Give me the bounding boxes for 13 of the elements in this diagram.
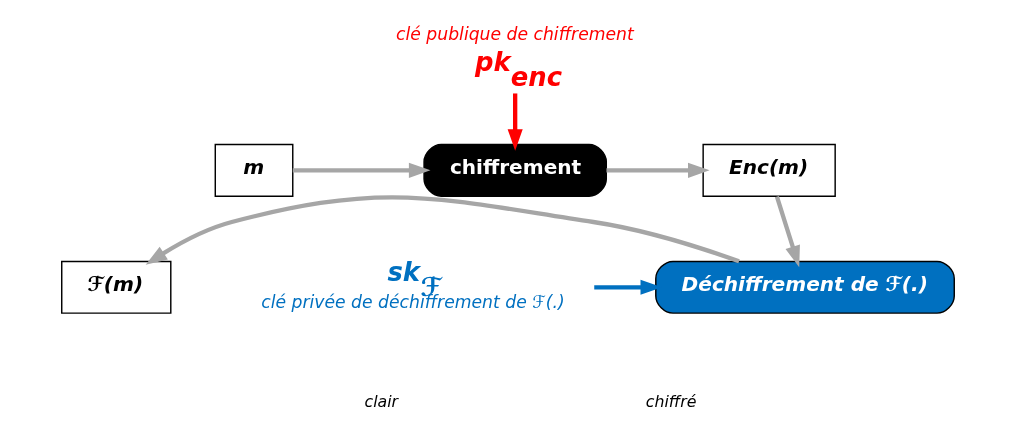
label: chiffré bbox=[645, 391, 697, 411]
node-box: Déchiffrement de ℱ(.) bbox=[655, 260, 955, 314]
arrow bbox=[292, 162, 431, 178]
arrow bbox=[774, 195, 800, 268]
arrow bbox=[145, 195, 740, 265]
label: clair bbox=[364, 391, 399, 411]
node-label: clé publique de chiffrement bbox=[396, 23, 634, 44]
node-box: m bbox=[214, 143, 294, 197]
node-box: chiffrement bbox=[423, 143, 607, 197]
arrow bbox=[507, 93, 523, 151]
arrow bbox=[606, 162, 710, 178]
node-box: ℱ(m) bbox=[61, 260, 172, 314]
node-box: Enc(m) bbox=[702, 143, 836, 197]
